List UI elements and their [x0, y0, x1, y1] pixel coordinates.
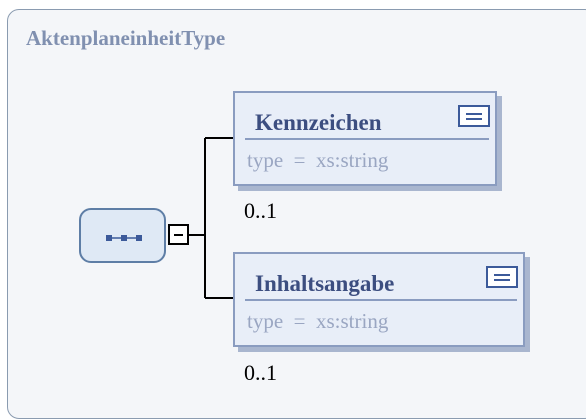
element-divider	[245, 299, 517, 301]
element-divider	[245, 138, 489, 140]
collapse-toggle-icon[interactable]	[168, 224, 189, 245]
documentation-icon[interactable]	[458, 105, 490, 127]
occurrence-label: 0..1	[244, 198, 277, 223]
element-inhaltsangabe[interactable]: Inhaltsangabe type = xs:string	[233, 252, 525, 347]
type-title: AktenplaneinheitType	[26, 26, 226, 50]
element-type: type = xs:string	[247, 148, 389, 172]
element-type: type = xs:string	[247, 309, 389, 333]
element-name: Inhaltsangabe	[255, 271, 395, 296]
documentation-icon[interactable]	[486, 266, 518, 288]
occurrence-label: 0..1	[244, 360, 277, 385]
element-kennzeichen[interactable]: Kennzeichen type = xs:string	[233, 91, 497, 186]
sequence-icon	[106, 235, 142, 241]
element-name: Kennzeichen	[255, 110, 382, 135]
